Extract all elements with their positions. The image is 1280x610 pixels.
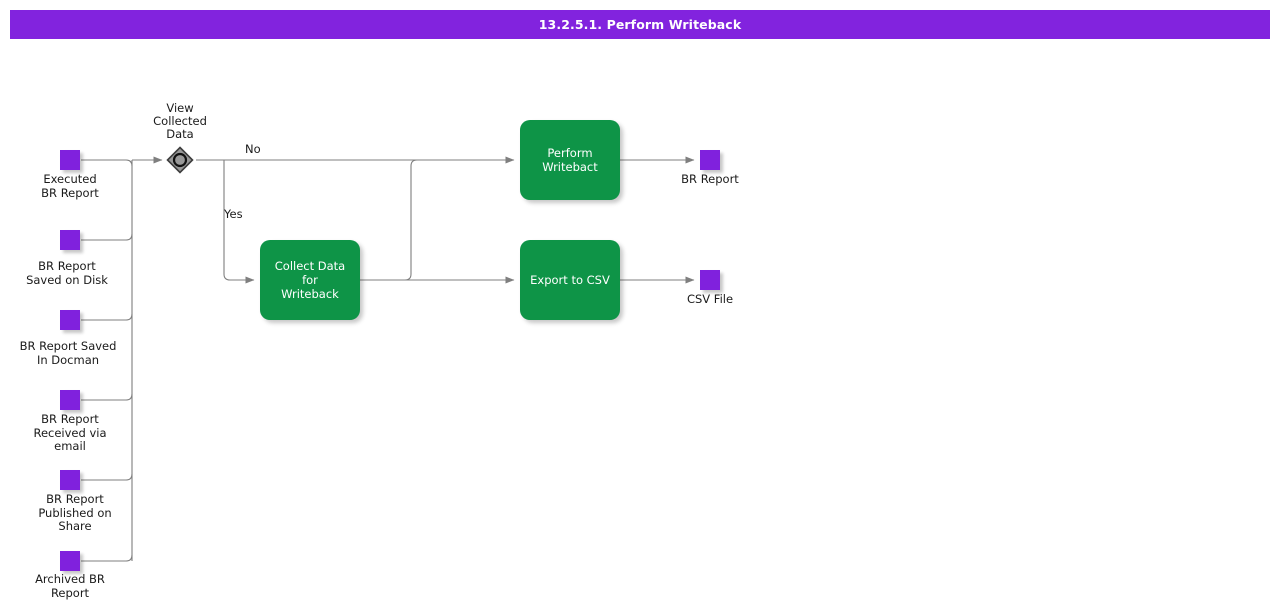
data-object-icon-saved-on-disk[interactable]: [60, 230, 80, 250]
data-object-icon-saved-in-docman[interactable]: [60, 310, 80, 330]
flow-label-no: No: [245, 142, 261, 156]
connector-collect-riser: [404, 159, 418, 281]
label-received-via-email: BR Report Received via email: [33, 412, 107, 453]
page-title-bar: 13.2.5.1. Perform Writeback: [10, 10, 1270, 39]
label-br-report-output: BR Report: [681, 172, 739, 186]
data-object-icon-received-via-email[interactable]: [60, 390, 80, 410]
event-gateway-icon-view-collected-data[interactable]: [166, 146, 194, 174]
connector-received-via-email: [81, 393, 133, 401]
label-view-collected-data: View Collected Data: [153, 101, 207, 141]
connector-executed-br-report: [81, 159, 133, 167]
label-published-on-share: BR Report Published on Share: [38, 492, 112, 533]
task-perform-writeback[interactable]: Perform Writebact: [520, 120, 620, 200]
label-saved-on-disk: BR Report Saved on Disk: [26, 259, 108, 287]
label-saved-in-docman: BR Report Saved In Docman: [19, 339, 117, 367]
data-object-icon-br-report-output[interactable]: [700, 150, 720, 170]
task-export-to-csv[interactable]: Export to CSV: [520, 240, 620, 320]
task-export-to-csv-label: Export to CSV: [530, 273, 610, 287]
task-collect-data-for-writeback-label: Collect Data for Writeback: [274, 259, 346, 301]
data-object-icon-csv-file-output[interactable]: [700, 270, 720, 290]
connector-saved-in-docman: [81, 313, 133, 321]
connector-published-on-share: [81, 473, 133, 481]
data-object-icon-executed-br-report[interactable]: [60, 150, 80, 170]
label-executed-br-report: Executed BR Report: [41, 172, 99, 200]
connector-saved-on-disk: [81, 233, 133, 241]
data-object-icon-published-on-share[interactable]: [60, 470, 80, 490]
task-perform-writeback-label: Perform Writebact: [542, 146, 598, 174]
connector-archived-br-report: [81, 554, 133, 562]
task-collect-data-for-writeback[interactable]: Collect Data for Writeback: [260, 240, 360, 320]
page-title: 13.2.5.1. Perform Writeback: [538, 17, 742, 32]
flow-label-yes: Yes: [224, 207, 243, 221]
label-archived-br-report: Archived BR Report: [35, 572, 105, 600]
label-csv-file-output: CSV File: [686, 292, 734, 306]
data-object-icon-archived-br-report[interactable]: [60, 551, 80, 571]
